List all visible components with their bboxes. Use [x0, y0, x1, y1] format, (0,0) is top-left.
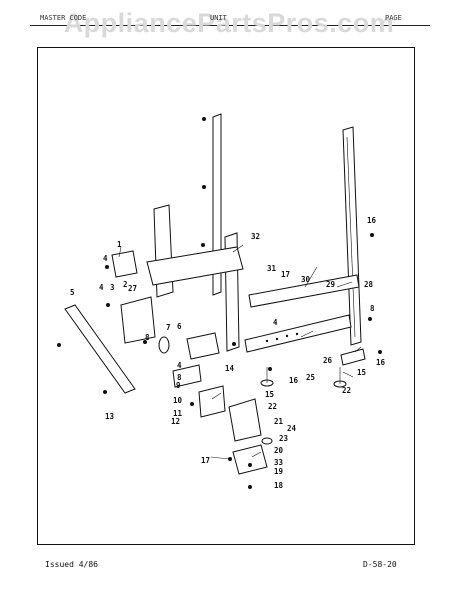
callout-9: 9	[176, 381, 181, 390]
leader-lines	[118, 244, 362, 460]
callout-6: 6	[177, 322, 182, 331]
header-master-code: MASTER CODE	[40, 14, 87, 22]
side-bracket-27	[120, 296, 156, 344]
callout-15: 15	[357, 368, 366, 377]
hinge-plate-14	[186, 332, 220, 360]
mount-bracket-1	[111, 250, 138, 278]
rail-holes	[265, 332, 299, 343]
header-rule	[30, 25, 430, 26]
diagram-frame	[37, 47, 415, 545]
callout-14: 14	[225, 364, 235, 373]
leg-bracket-21	[228, 398, 262, 442]
callout-23: 23	[279, 434, 289, 443]
right-vertical-post	[342, 126, 362, 346]
callout-8: 8	[370, 304, 375, 313]
header-unit: UNIT	[210, 14, 227, 22]
callout-18: 18	[274, 481, 284, 490]
callout-10: 10	[173, 396, 183, 405]
callout-16: 16	[289, 376, 299, 385]
callout-33: 33	[274, 458, 284, 467]
callout-13: 13	[105, 412, 115, 421]
exploded-parts-diagram: 1 2 3 4 4 4 4 5 6 7 8 8 8 9 10 11 12 13 …	[57, 113, 386, 490]
callout-19: 19	[274, 467, 284, 476]
callout-11: 11	[173, 409, 183, 418]
callout-1: 1	[117, 240, 122, 249]
callout-30: 30	[301, 275, 311, 284]
side-rail	[248, 274, 360, 308]
front-kick-panel	[64, 304, 136, 394]
callout-4: 4	[99, 283, 104, 292]
callout-3: 3	[110, 283, 115, 292]
page-code: D-58-20	[363, 560, 397, 569]
callout-5: 5	[70, 288, 75, 297]
callout-31: 31	[267, 264, 277, 273]
callout-22: 22	[342, 386, 351, 395]
callout-29: 29	[326, 280, 336, 289]
callout-16: 16	[367, 216, 377, 225]
callout-8: 8	[177, 373, 182, 382]
front-crossbar	[146, 246, 244, 286]
issued-date: Issued 4/86	[45, 560, 98, 569]
header-page: PAGE	[385, 14, 402, 22]
callout-8: 8	[145, 333, 150, 342]
callout-28: 28	[364, 280, 374, 289]
bracket-11	[198, 385, 226, 418]
callout-12: 12	[171, 417, 180, 426]
callout-15: 15	[265, 390, 274, 399]
callout-22: 22	[268, 402, 277, 411]
screws	[57, 117, 382, 489]
callout-17: 17	[201, 456, 210, 465]
callout-4: 4	[273, 318, 278, 327]
washer-23	[261, 437, 273, 445]
callout-20: 20	[274, 446, 284, 455]
callout-32: 32	[251, 232, 260, 241]
callout-16: 16	[376, 358, 386, 367]
callout-4: 4	[103, 254, 108, 263]
callout-26: 26	[323, 356, 333, 365]
callout-4: 4	[177, 361, 182, 370]
callout-17: 17	[281, 270, 290, 279]
watermark: AppliancePartsPros.com	[63, 8, 395, 38]
callout-labels: 1 2 3 4 4 4 4 5 6 7 8 8 8 9 10 11 12 13 …	[70, 216, 386, 490]
leveler-bracket-26	[340, 348, 366, 366]
callout-2: 2	[123, 280, 128, 289]
strap-9	[172, 364, 202, 388]
base-plate-19	[232, 444, 268, 475]
callout-27: 27	[128, 284, 137, 293]
callout-7: 7	[166, 323, 171, 332]
roller-6	[158, 336, 170, 354]
callout-24: 24	[287, 424, 297, 433]
callout-21: 21	[274, 417, 284, 426]
callout-25: 25	[306, 373, 315, 382]
